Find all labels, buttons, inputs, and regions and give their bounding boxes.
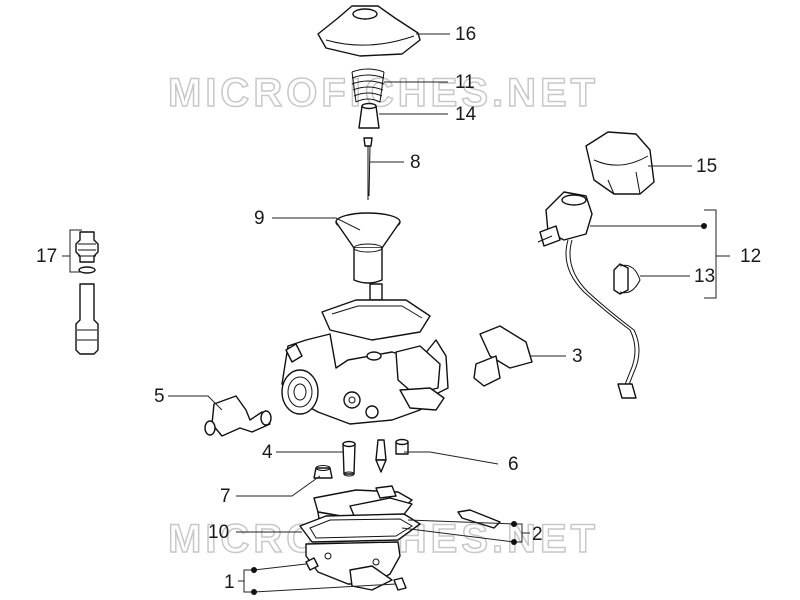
- part-13-clip: [613, 263, 641, 295]
- part-12-auto-choke: [537, 191, 640, 399]
- callout-1: 1: [224, 572, 235, 593]
- callout-3: 3: [572, 346, 583, 367]
- part-3-cap: [473, 325, 533, 387]
- part-17-enrichener: [75, 231, 99, 355]
- part-float-needle: [375, 439, 387, 473]
- part-7-nut: [313, 465, 333, 479]
- callout-8: 8: [410, 152, 421, 173]
- callout-7: 7: [220, 486, 231, 507]
- part-11-spring: [351, 68, 385, 103]
- callout-12: 12: [740, 246, 761, 267]
- callout-labels: 16 11 14 8 9 15 12 13 17 3 5 4 6 7 10 2 …: [36, 24, 761, 593]
- leader-lines: [168, 33, 704, 593]
- callout-10: 10: [208, 522, 229, 543]
- callout-11: 11: [455, 72, 475, 93]
- part-6-jet: [395, 438, 409, 455]
- float-bowl: [305, 541, 401, 591]
- part-5-elbow: [204, 395, 272, 437]
- callout-14: 14: [455, 104, 477, 125]
- part-14-spring-seat: [358, 102, 380, 129]
- carburetor-body: [281, 283, 449, 425]
- part-1-screws: [305, 557, 407, 591]
- callout-6: 6: [508, 454, 519, 475]
- callout-4: 4: [262, 442, 273, 463]
- part-10-gasket: [299, 513, 421, 543]
- callout-16: 16: [455, 24, 476, 45]
- part-15-cap: [585, 131, 655, 195]
- callout-2: 2: [532, 524, 543, 545]
- callout-17: 17: [36, 246, 57, 267]
- callout-15: 15: [696, 156, 717, 177]
- part-16-cover: [317, 5, 421, 57]
- callout-13: 13: [694, 266, 715, 287]
- callout-5: 5: [154, 386, 165, 407]
- brackets: [62, 209, 730, 595]
- callout-9: 9: [254, 208, 265, 229]
- part-9-piston: [335, 212, 401, 284]
- part-4-jet: [342, 440, 356, 477]
- part-8-needle: [363, 137, 373, 200]
